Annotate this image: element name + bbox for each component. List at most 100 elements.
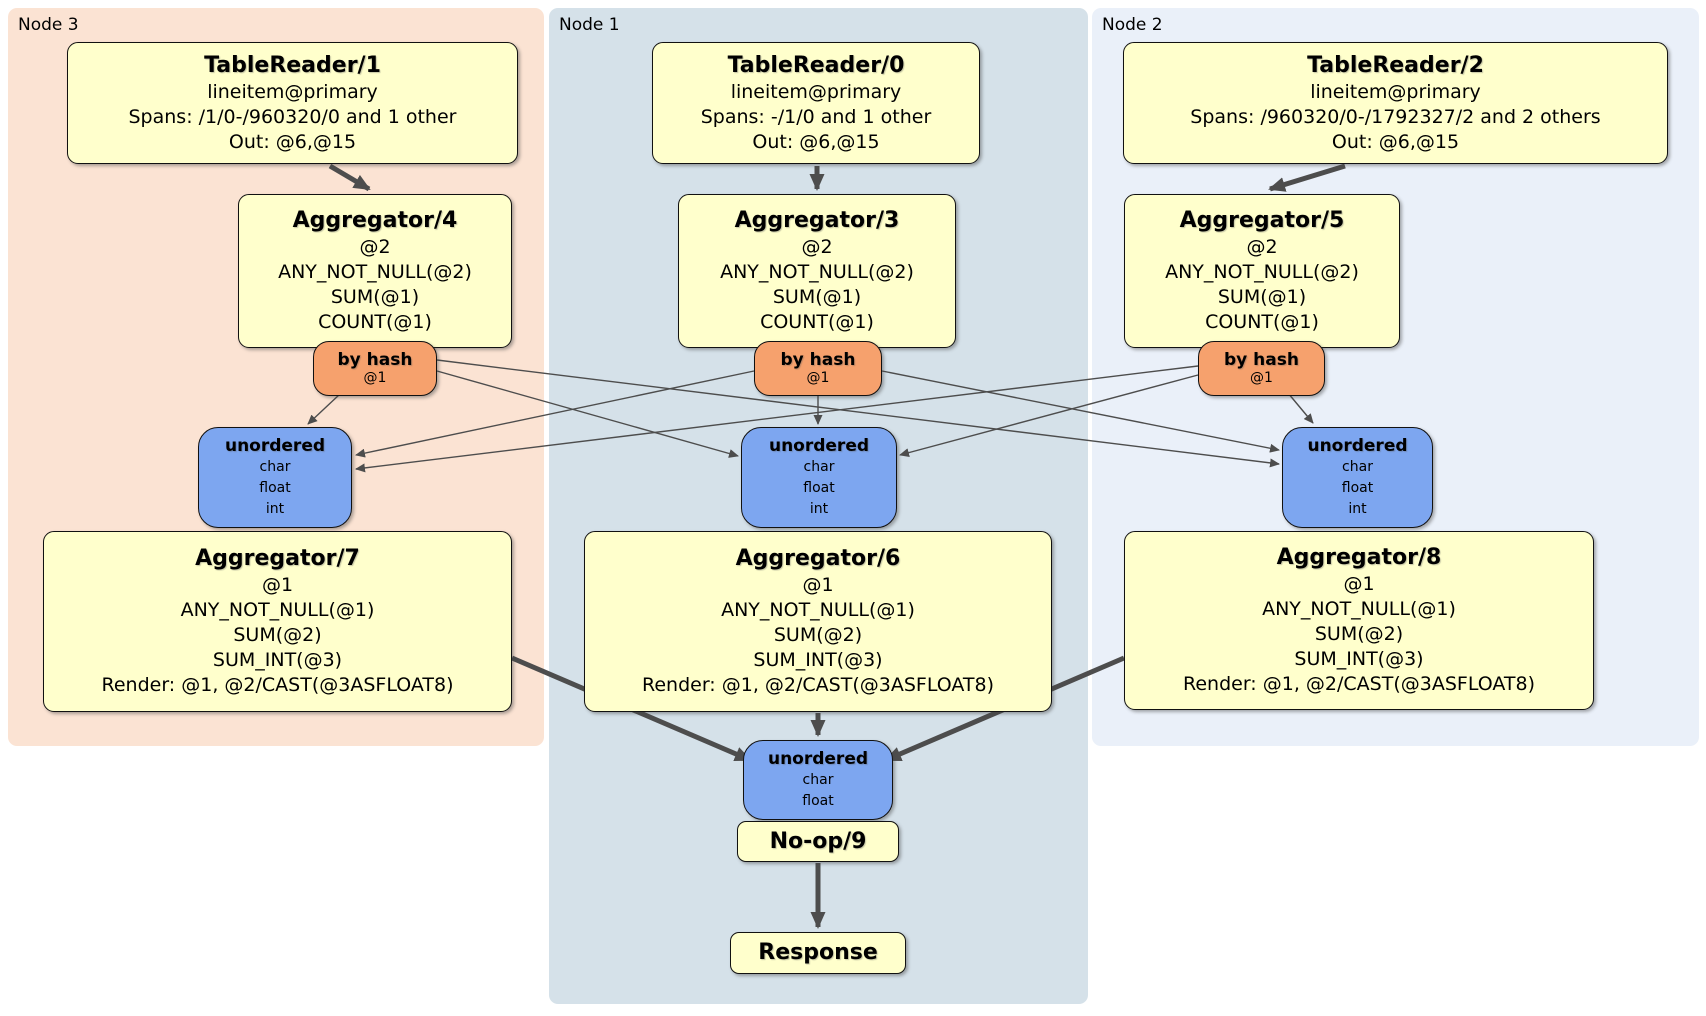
aggregator-8-title: Aggregator/8: [1276, 545, 1442, 570]
aggregator-7-render: Render: @1, @2/CAST(@3ASFLOAT8): [101, 674, 454, 696]
aggregator-5-fn2: SUM(@1): [1217, 286, 1307, 308]
unordered-sync-node3: unordered char float int: [198, 427, 352, 528]
hash-router-node2-title: by hash: [1224, 350, 1299, 370]
tablereader-0-title: TableReader/0: [727, 52, 905, 78]
aggregator-3-node: Aggregator/3 @2 ANY_NOT_NULL(@2) SUM(@1)…: [678, 194, 956, 348]
edge-hash3-sync3: [307, 393, 341, 425]
hash-router-node1-cols: @1: [806, 370, 830, 386]
sync-col-type: float: [259, 480, 291, 496]
tablereader-1-title: TableReader/1: [204, 52, 381, 78]
aggregator-6-title: Aggregator/6: [735, 546, 901, 571]
aggregator-6-node: Aggregator/6 @1 ANY_NOT_NULL(@1) SUM(@2)…: [584, 531, 1052, 712]
aggregator-3-fn2: SUM(@1): [772, 286, 862, 308]
unordered-sync-node3-title: unordered: [224, 436, 326, 456]
noop-9-title: No-op/9: [769, 828, 867, 854]
sync-col-type: char: [803, 459, 835, 475]
hash-router-node1-title: by hash: [780, 350, 856, 370]
edge-hash2-sync3: [355, 365, 1199, 473]
unordered-sync-node2: unordered char float int: [1282, 427, 1433, 528]
hash-router-node2-cols: @1: [1250, 370, 1273, 386]
edge-hash2-sync1: [899, 374, 1199, 458]
sync-col-type: int: [265, 501, 285, 517]
aggregator-3-fn3: COUNT(@1): [760, 311, 874, 333]
aggregator-7-fn3: SUM_INT(@3): [212, 649, 343, 671]
sync-col-type: int: [1348, 501, 1367, 517]
aggregator-8-fn1: ANY_NOT_NULL(@1): [1262, 598, 1456, 620]
tablereader-0-node: TableReader/0 lineitem@primary Spans: -/…: [652, 42, 980, 164]
aggregator-6-group-cols: @1: [802, 574, 834, 596]
aggregator-8-node: Aggregator/8 @1 ANY_NOT_NULL(@1) SUM(@2)…: [1124, 531, 1594, 710]
aggregator-8-group-cols: @1: [1343, 573, 1375, 595]
aggregator-6-fn2: SUM(@2): [773, 624, 863, 646]
aggregator-4-group-cols: @2: [359, 236, 391, 258]
edge-tablereader1-aggregator4: [328, 163, 371, 192]
sync-col-type: float: [802, 793, 834, 809]
hash-router-node3: by hash @1: [313, 341, 437, 396]
aggregator-4-fn3: COUNT(@1): [318, 311, 432, 333]
noop-9-node: No-op/9: [737, 821, 899, 862]
edge-hash1-sync2: [881, 370, 1280, 453]
tablereader-1-node: TableReader/1 lineitem@primary Spans: /1…: [67, 42, 518, 164]
sync-col-type: char: [259, 459, 291, 475]
edge-hash2-sync2: [1287, 392, 1314, 424]
aggregator-6-fn3: SUM_INT(@3): [753, 649, 883, 671]
tablereader-1-spans: Spans: /1/0-/960320/0 and 1 other: [128, 105, 457, 128]
unordered-sync-node1: unordered char float int: [741, 427, 897, 528]
sync-col-type: int: [809, 501, 829, 517]
tablereader-0-spans: Spans: -/1/0 and 1 other: [700, 105, 932, 128]
unordered-sync-final: unordered char float: [743, 740, 893, 820]
tablereader-0-out: Out: @6,@15: [752, 130, 880, 153]
aggregator-4-fn2: SUM(@1): [330, 286, 420, 308]
aggregator-5-title: Aggregator/5: [1179, 208, 1345, 233]
sync-col-type: char: [1342, 459, 1373, 475]
sync-col-type: char: [802, 772, 834, 788]
hash-router-node3-title: by hash: [337, 350, 413, 370]
aggregator-7-fn2: SUM(@2): [233, 624, 322, 646]
response-title: Response: [758, 940, 878, 965]
unordered-sync-final-title: unordered: [767, 749, 869, 769]
aggregator-5-node: Aggregator/5 @2 ANY_NOT_NULL(@2) SUM(@1)…: [1124, 194, 1400, 348]
aggregator-3-fn1: ANY_NOT_NULL(@2): [720, 261, 914, 283]
aggregator-8-fn3: SUM_INT(@3): [1294, 648, 1424, 670]
node2-group-label: Node 2: [1102, 15, 1163, 35]
edge-hash3-sync1: [436, 370, 739, 458]
aggregator-5-fn3: COUNT(@1): [1205, 311, 1319, 333]
tablereader-1-index: lineitem@primary: [207, 80, 378, 103]
aggregator-5-group-cols: @2: [1246, 236, 1278, 258]
aggregator-4-node: Aggregator/4 @2 ANY_NOT_NULL(@2) SUM(@1)…: [238, 194, 512, 348]
aggregator-4-fn1: ANY_NOT_NULL(@2): [278, 261, 472, 283]
aggregator-7-node: Aggregator/7 @1 ANY_NOT_NULL(@1) SUM(@2)…: [43, 531, 512, 712]
edge-hash3-sync2: [436, 359, 1280, 468]
sync-col-type: float: [803, 480, 835, 496]
unordered-sync-node1-title: unordered: [768, 436, 870, 456]
aggregator-7-title: Aggregator/7: [195, 546, 360, 571]
tablereader-2-spans: Spans: /960320/0-/1792327/2 and 2 others: [1190, 105, 1601, 128]
hash-router-node1: by hash @1: [754, 341, 882, 396]
edge-hash1-sync3: [355, 370, 755, 458]
unordered-sync-node2-title: unordered: [1307, 436, 1408, 456]
hash-router-node2: by hash @1: [1198, 341, 1325, 396]
aggregator-3-title: Aggregator/3: [734, 208, 900, 233]
node3-group-label: Node 3: [18, 15, 79, 35]
router-stream-lines: [307, 359, 1314, 473]
tablereader-2-index: lineitem@primary: [1310, 80, 1481, 103]
edge-tablereader2-aggregator5: [1268, 163, 1346, 192]
aggregator-5-fn1: ANY_NOT_NULL(@2): [1165, 261, 1359, 283]
aggregator-8-fn2: SUM(@2): [1314, 623, 1404, 645]
aggregator-4-title: Aggregator/4: [292, 208, 458, 233]
aggregator-3-group-cols: @2: [801, 236, 833, 258]
tablereader-2-node: TableReader/2 lineitem@primary Spans: /9…: [1123, 42, 1668, 164]
tablereader-1-out: Out: @6,@15: [228, 130, 357, 153]
node1-group-label: Node 1: [559, 15, 620, 35]
aggregator-7-fn1: ANY_NOT_NULL(@1): [180, 599, 375, 621]
tablereader-2-out: Out: @6,@15: [1331, 130, 1460, 153]
sync-col-type: float: [1341, 480, 1374, 496]
tablereader-2-title: TableReader/2: [1307, 52, 1484, 78]
response-node: Response: [730, 932, 906, 974]
aggregator-6-fn1: ANY_NOT_NULL(@1): [721, 599, 915, 621]
aggregator-6-render: Render: @1, @2/CAST(@3ASFLOAT8): [642, 674, 994, 696]
aggregator-8-render: Render: @1, @2/CAST(@3ASFLOAT8): [1183, 673, 1535, 695]
aggregator-7-group-cols: @1: [261, 574, 294, 596]
hash-router-node3-cols: @1: [363, 370, 387, 386]
